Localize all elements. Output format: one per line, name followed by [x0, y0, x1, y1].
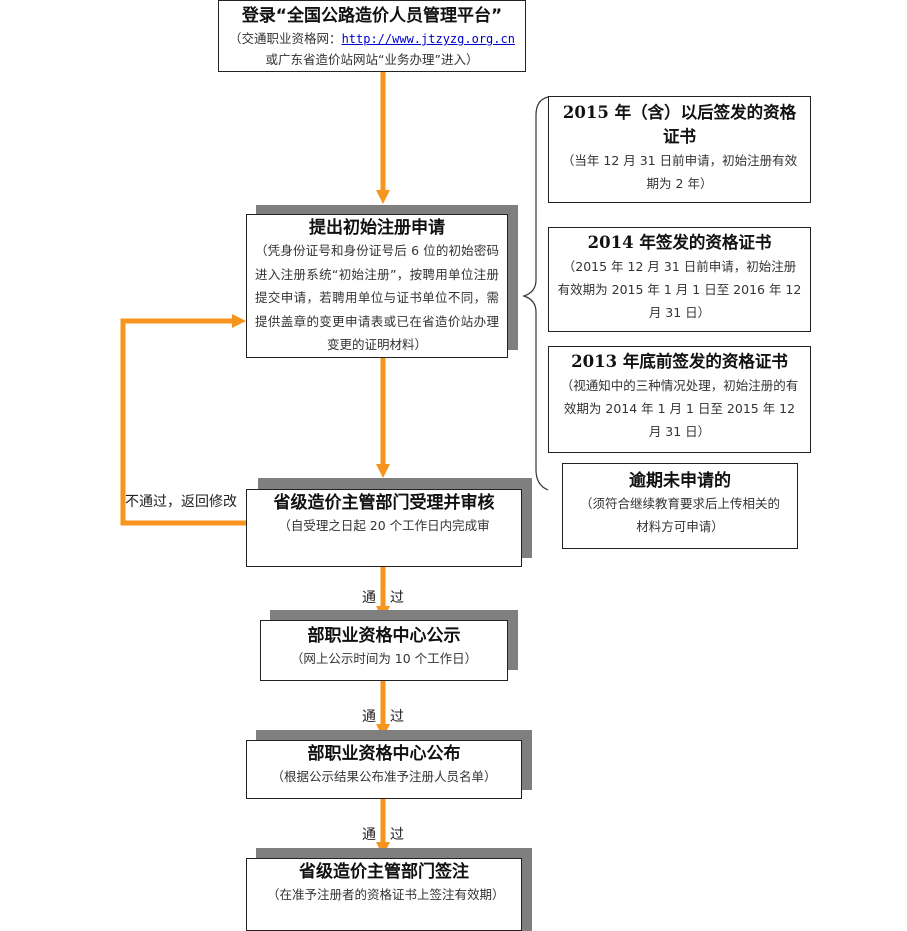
case-title: 逾期未申请的	[629, 471, 731, 491]
case-box-2013: 2013 年底前签发的资格证书 （视通知中的三种情况处理，初始注册的有效期为 2…	[548, 346, 811, 453]
sign-title: 省级造价主管部门签注	[299, 862, 469, 882]
platform-link[interactable]: http://www.jtzyzg.org.cn	[341, 32, 515, 46]
case-desc: （视通知中的三种情况处理，初始注册的有效期为 2014 年 1 月 1 日至 2…	[560, 378, 799, 439]
pass-label: 通 过	[362, 709, 404, 725]
announce-box: 部职业资格中心公布 （根据公示结果公布准予注册人员名单）	[246, 740, 522, 799]
case-title: 2013 年底前签发的资格证书	[571, 352, 788, 371]
reject-label: 不通过，返回修改	[125, 494, 237, 510]
brace	[522, 96, 549, 491]
review-box: 省级造价主管部门受理并审核 （自受理之日起 20 个工作日内完成审	[246, 489, 522, 567]
case-box-overdue: 逾期未申请的 （须符合继续教育要求后上传相关的材料方可申请）	[562, 463, 798, 549]
publicity-desc: （网上公示时间为 10 个工作日）	[290, 651, 478, 666]
case-desc: （当年 12 月 31 日前申请，初始注册有效期为 2 年）	[561, 153, 798, 191]
reject-loop-line	[120, 318, 246, 526]
case-desc: （2015 年 12 月 31 日前申请，初始注册有效期为 2015 年 1 月…	[557, 259, 802, 320]
login-title: 登录“全国公路造价人员管理平台”	[241, 6, 503, 26]
login-desc-prefix: （交通职业资格网：	[229, 31, 342, 46]
review-desc: （自受理之日起 20 个工作日内完成审	[278, 518, 490, 533]
case-desc: （须符合继续教育要求后上传相关的材料方可申请）	[579, 496, 780, 534]
case-title: 2015 年（含）以后签发的资格证书	[562, 103, 797, 146]
apply-desc: （凭身份证号和身份证号后 6 位的初始密码进入注册系统“初始注册”，按聘用单位注…	[255, 243, 499, 352]
apply-box: 提出初始注册申请 （凭身份证号和身份证号后 6 位的初始密码进入注册系统“初始注…	[246, 214, 508, 358]
case-title: 2014 年签发的资格证书	[587, 233, 772, 252]
login-box: 登录“全国公路造价人员管理平台” （交通职业资格网：http://www.jtz…	[218, 0, 526, 72]
publicity-title: 部职业资格中心公示	[307, 626, 461, 646]
pass-label: 通 过	[362, 590, 404, 606]
publicity-box: 部职业资格中心公示 （网上公示时间为 10 个工作日）	[260, 620, 508, 681]
announce-title: 部职业资格中心公布	[307, 744, 461, 764]
pass-label: 通 过	[362, 827, 404, 843]
sign-desc: （在准予注册者的资格证书上签注有效期）	[267, 887, 505, 902]
case-box-2014: 2014 年签发的资格证书 （2015 年 12 月 31 日前申请，初始注册有…	[548, 227, 811, 332]
login-desc: 或广东省造价站网站“业务办理”进入）	[265, 52, 479, 67]
sign-box: 省级造价主管部门签注 （在准予注册者的资格证书上签注有效期）	[246, 858, 522, 931]
review-title: 省级造价主管部门受理并审核	[273, 493, 495, 513]
announce-desc: （根据公示结果公布准予注册人员名单）	[271, 769, 497, 784]
case-box-2015: 2015 年（含）以后签发的资格证书 （当年 12 月 31 日前申请，初始注册…	[548, 96, 811, 203]
apply-title: 提出初始注册申请	[309, 218, 445, 238]
